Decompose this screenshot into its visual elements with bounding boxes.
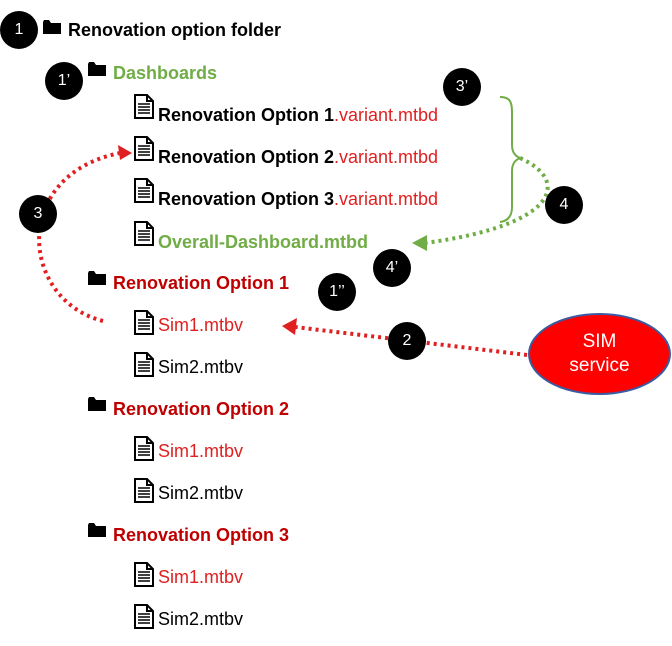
dashboards-folder-label: Dashboards — [113, 63, 218, 83]
step-badge-1: 1 — [0, 11, 38, 49]
file-icon — [134, 221, 154, 246]
file-icon — [134, 436, 154, 461]
variant-file-ext: .variant.mtbd — [334, 147, 439, 167]
file-icon — [134, 136, 154, 161]
variants-bracket — [499, 96, 523, 223]
step-badge-3-prime: 3’ — [443, 68, 481, 106]
folder-icon — [88, 271, 106, 285]
file-icon — [134, 178, 154, 203]
variant-file-2[interactable]: Renovation Option 2.variant.mtbd — [158, 146, 438, 168]
file-icon — [134, 478, 154, 503]
step-badge-4: 4 — [545, 186, 583, 224]
step-badge-4-prime: 4’ — [373, 249, 411, 287]
arrow-4-aggregate — [424, 156, 550, 245]
file-icon — [134, 352, 154, 377]
arrow-3-head — [118, 145, 132, 160]
step-badge-3: 3 — [19, 195, 57, 233]
arrow-2-head — [282, 318, 297, 335]
sim1-file[interactable]: Sim1.mtbv — [158, 567, 244, 587]
arrow-3-sim-to-variant — [37, 151, 121, 323]
root-folder-label: Renovation option folder — [68, 20, 281, 40]
folder-icon — [88, 523, 106, 537]
folder-icon — [88, 397, 106, 411]
variant-file-name: Renovation Option 3 — [158, 189, 335, 209]
step-badge-1-double-prime: 1’’ — [318, 273, 356, 311]
variant-file-1[interactable]: Renovation Option 1.variant.mtbd — [158, 104, 438, 126]
variant-file-name: Renovation Option 1 — [158, 105, 335, 125]
sim-service-line1: SIM — [582, 331, 617, 352]
option-folder-2[interactable]: Renovation Option 2 — [113, 399, 290, 419]
variant-file-3[interactable]: Renovation Option 3.variant.mtbd — [158, 188, 438, 210]
variant-file-ext: .variant.mtbd — [334, 189, 439, 209]
option-folder-3[interactable]: Renovation Option 3 — [113, 525, 290, 545]
file-icon — [134, 94, 154, 119]
step-badge-1-prime: 1’ — [45, 62, 83, 100]
sim2-file[interactable]: Sim2.mtbv — [158, 483, 244, 503]
sim-service-node: SIM service — [528, 313, 671, 395]
file-icon — [134, 604, 154, 629]
step-badge-2: 2 — [388, 322, 426, 360]
overall-dashboard-file[interactable]: Overall-Dashboard.mtbd — [158, 232, 369, 252]
sim1-file[interactable]: Sim1.mtbv — [158, 441, 244, 461]
file-icon — [134, 310, 154, 335]
sim2-file[interactable]: Sim2.mtbv — [158, 357, 244, 377]
folder-icon — [88, 62, 106, 76]
sim1-file[interactable]: Sim1.mtbv — [158, 315, 244, 335]
variant-file-ext: .variant.mtbd — [334, 105, 439, 125]
variant-file-name: Renovation Option 2 — [158, 147, 335, 167]
file-icon — [134, 562, 154, 587]
arrow-4-head — [412, 235, 427, 251]
folder-icon — [43, 20, 61, 34]
sim2-file[interactable]: Sim2.mtbv — [158, 609, 244, 629]
option-folder-1[interactable]: Renovation Option 1 — [113, 273, 290, 293]
sim-service-line2: service — [569, 355, 630, 376]
